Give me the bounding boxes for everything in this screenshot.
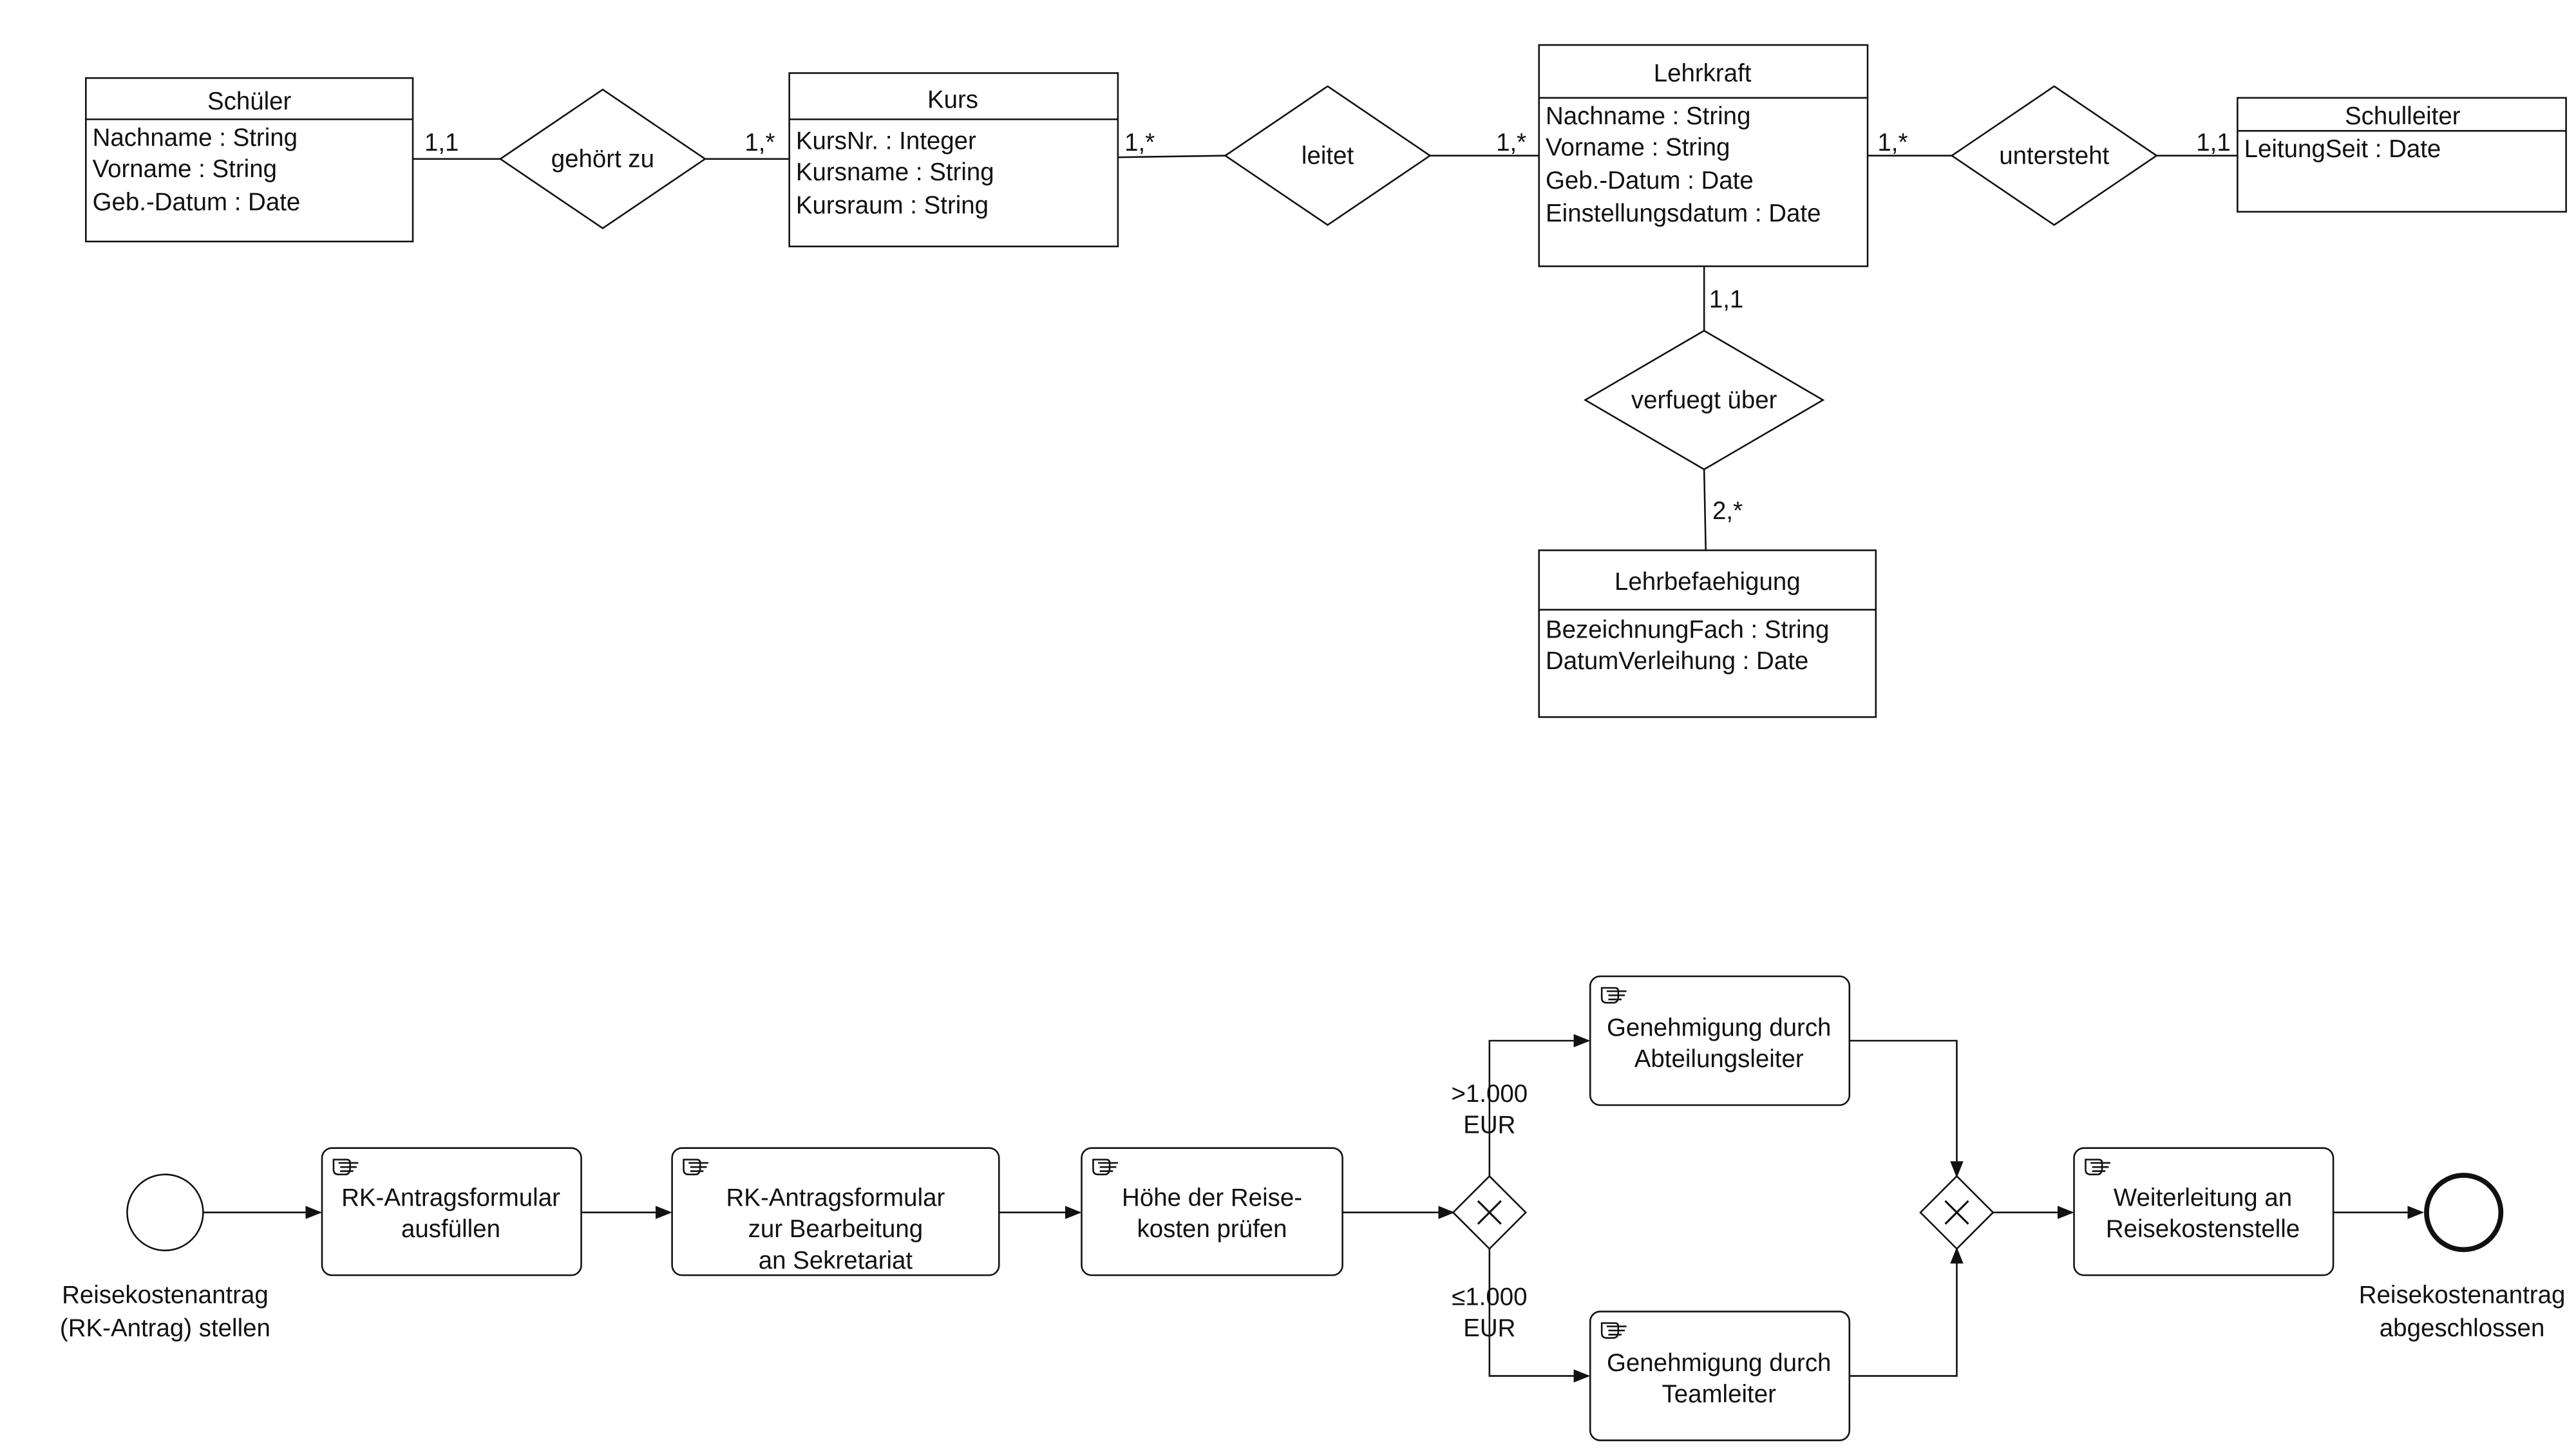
task-label: Höhe der Reise- [1122,1184,1302,1211]
entity-title: Schulleiter [2345,102,2461,130]
relationship-label: leitet [1302,142,1354,169]
entity-attribute: Einstellungsdatum : Date [1546,200,1821,227]
entity-schulleiter[interactable]: Schulleiter LeitungSeit : Date [2237,97,2567,213]
flow-abteilungsleiter-to-join [1849,1039,1964,1178]
entity-attribute: LeitungSeit : Date [2244,135,2441,163]
exclusive-gateway-join[interactable] [1919,1175,1994,1250]
entity-attribute: Nachname : String [93,124,298,151]
entity-lehrbefaehigung[interactable]: Lehrbefaehigung BezeichnungFach : String… [1538,549,1877,718]
flow-split-to-teamleiter [1488,1249,1591,1383]
start-event-label: Reisekostenantrag [62,1282,269,1309]
task-label: ausfüllen [401,1215,500,1243]
condition-label-upper: EUR [1463,1112,1515,1139]
entity-attribute: DatumVerleihung : Date [1546,647,1808,675]
condition-label-lower: EUR [1463,1314,1515,1342]
entity-title: Kurs [927,86,978,113]
cardinality-label: 1,* [1496,129,1526,156]
end-event-label: Reisekostenantrag [2359,1282,2566,1309]
connector-kurs-leitet [1117,155,1226,158]
entity-kurs[interactable]: Kurs KursNr. : Integer Kursname : String… [788,72,1119,247]
er-connectors [413,155,2238,551]
entity-schueler[interactable]: Schüler Nachname : String Vorname : Stri… [85,77,414,243]
flow-teamleiter-to-join [1849,1247,1964,1377]
entity-lehrkraft[interactable]: Lehrkraft Nachname : String Vorname : St… [1538,44,1869,267]
task-weiterleitung-reisekostenstelle[interactable]: Weiterleitung an Reisekostenstelle [2073,1147,2334,1276]
task-label: Weiterleitung an [2114,1184,2292,1211]
relationship-label: gehört zu [551,146,654,173]
relationship-untersteht[interactable]: untersteht [1950,85,2159,226]
entity-attribute: Vorname : String [93,155,277,183]
relationship-label: untersteht [1999,142,2109,169]
task-genehmigung-teamleiter[interactable]: Genehmigung durch Teamleiter [1589,1311,1851,1441]
start-event-label: (RK-Antrag) stellen [60,1314,270,1342]
condition-label-upper: >1.000 [1451,1080,1528,1108]
condition-label-lower: ≤1.000 [1452,1283,1527,1311]
task-label: RK-Antragsformular [341,1184,560,1211]
sequence-flows [203,1034,2425,1383]
cardinality-label: 1,1 [1709,286,1743,314]
exclusive-gateway-x-icon [1944,1200,1969,1225]
cardinality-label: 1,1 [2196,129,2230,156]
task-label: Reisekostenstelle [2106,1215,2300,1243]
exclusive-gateway-x-icon [1477,1200,1502,1225]
relationship-leitet[interactable]: leitet [1224,85,1432,226]
entity-attribute: Geb.-Datum : Date [1546,167,1754,194]
entity-attribute: Kursname : String [796,158,994,186]
cardinality-label: 1,* [1877,129,1908,156]
cardinality-labels: 1,1 1,* 1,* 1,* 1,* 1,1 1,1 2,* [424,129,2231,525]
exclusive-gateway-split[interactable] [1452,1175,1528,1250]
relationship-label: verfuegt über [1631,386,1777,414]
entity-attribute: Kursraum : String [796,191,989,219]
entity-attribute: BezeichnungFach : String [1546,616,1829,643]
task-rk-antragsformular-an-sekretariat[interactable]: RK-Antragsformular zur Bearbeitung an Se… [671,1147,1000,1276]
entity-attribute: KursNr. : Integer [796,127,976,155]
relationship-gehoert-zu[interactable]: gehört zu [498,88,707,230]
task-label: Teamleiter [1662,1381,1777,1408]
entity-attribute: Nachname : String [1546,102,1750,130]
task-hoehe-reisekosten-pruefen[interactable]: Höhe der Reise- kosten prüfen [1081,1147,1343,1276]
end-event-label: abgeschlossen [2380,1314,2545,1342]
start-event[interactable] [126,1173,204,1251]
end-event[interactable] [2424,1173,2504,1253]
task-label: an Sekretariat [759,1247,913,1274]
flow-split-to-abteilungsleiter [1488,1034,1591,1177]
task-label: Abteilungsleiter [1634,1045,1804,1073]
entity-title: Lehrkraft [1654,59,1752,87]
task-label: zur Bearbeitung [748,1215,923,1243]
task-label: RK-Antragsformular [726,1184,945,1211]
task-label: Genehmigung durch [1607,1349,1831,1377]
bpmn-diagram: Reisekostenantrag (RK-Antrag) stellen Re… [60,975,2566,1441]
cardinality-label: 1,* [744,129,775,156]
connector-verfuegt-lehrbefaehigung [1703,469,1707,551]
task-label: kosten prüfen [1137,1215,1287,1243]
cardinality-label: 2,* [1712,497,1743,525]
task-rk-antragsformular-ausfuellen[interactable]: RK-Antragsformular ausfüllen [321,1147,582,1276]
entity-title: Schüler [207,88,292,115]
task-label: Genehmigung durch [1607,1014,1831,1041]
cardinality-label: 1,1 [424,129,459,156]
er-diagram: Schüler Nachname : String Vorname : Stri… [85,44,2567,718]
task-genehmigung-abteilungsleiter[interactable]: Genehmigung durch Abteilungsleiter [1589,975,1851,1106]
entity-attribute: Geb.-Datum : Date [93,188,301,216]
cardinality-label: 1,* [1124,129,1155,156]
entity-attribute: Vorname : String [1546,134,1730,162]
entity-title: Lehrbefaehigung [1615,568,1801,596]
relationship-verfuegt-ueber[interactable]: verfuegt über [1583,329,1825,471]
